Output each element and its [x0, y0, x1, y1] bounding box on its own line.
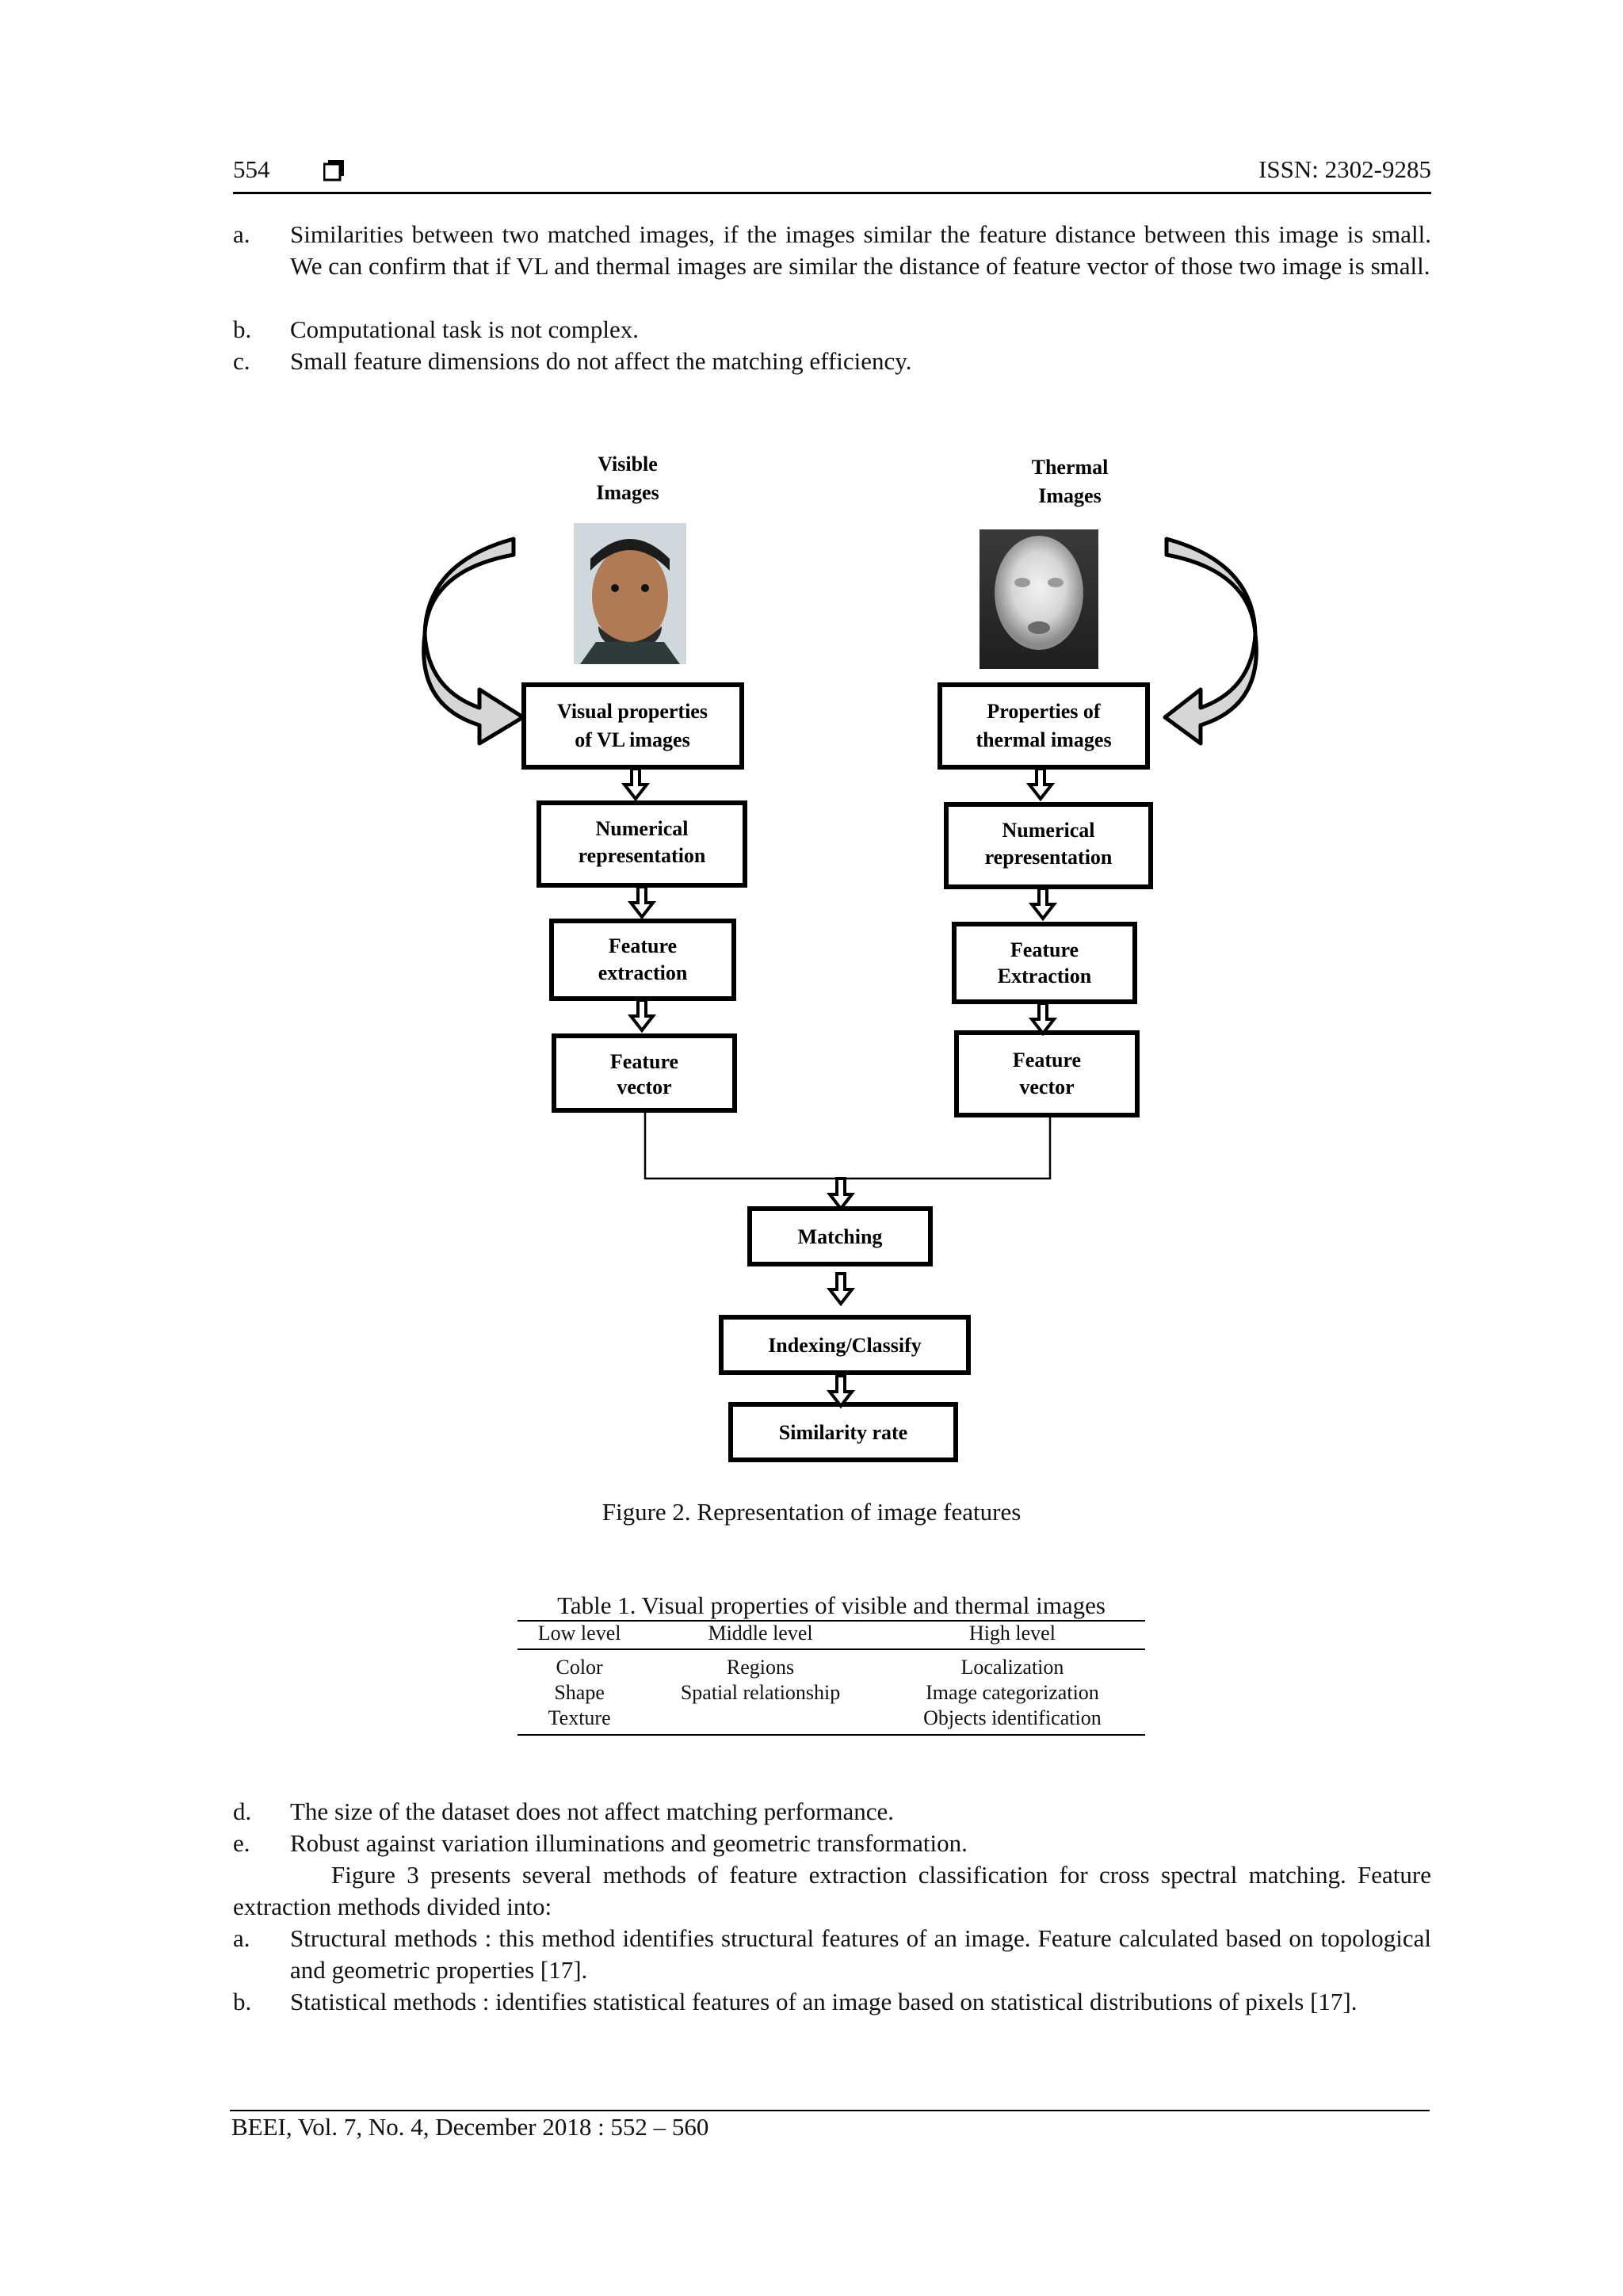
thermal-face-photo	[980, 529, 1098, 669]
table-row: Shape Spatial relationship Image categor…	[517, 1680, 1145, 1706]
svg-text:Feature: Feature	[610, 1050, 678, 1073]
table-cell: Regions	[641, 1649, 880, 1680]
svg-text:thermal images: thermal images	[976, 728, 1111, 751]
block-arrow-down-icon	[830, 1274, 852, 1304]
block-arrow-down-icon	[631, 1000, 653, 1030]
svg-text:Feature: Feature	[609, 934, 677, 957]
svg-text:Visual properties: Visual properties	[557, 700, 708, 723]
box-thermal-properties	[940, 685, 1148, 767]
body-paragraph: Figure 3 presents several methods of fea…	[233, 1859, 1431, 1923]
column-header: Low level	[517, 1622, 641, 1649]
block-arrow-down-icon	[1032, 1003, 1054, 1033]
footer-rule	[230, 2110, 1430, 2111]
svg-text:extraction: extraction	[598, 961, 688, 984]
list-item: e. Robust against variation illumination…	[233, 1828, 1431, 1859]
svg-text:vector: vector	[1019, 1075, 1074, 1098]
table-cell: Shape	[517, 1680, 641, 1706]
svg-text:representation: representation	[985, 846, 1113, 869]
svg-text:Matching: Matching	[798, 1225, 883, 1248]
merge-connector	[645, 1110, 1050, 1179]
block-arrow-down-icon	[631, 887, 653, 917]
table-cell: Texture	[517, 1706, 641, 1735]
box-feature-extraction-right	[954, 924, 1135, 1002]
svg-text:Indexing/Classify: Indexing/Classify	[768, 1334, 922, 1357]
svg-text:Properties of: Properties of	[987, 700, 1101, 723]
table-cell: Localization	[880, 1649, 1145, 1680]
curved-arrow-left-icon	[424, 539, 523, 743]
block-arrow-down-icon	[1032, 888, 1054, 919]
box-feature-vector-left	[554, 1036, 735, 1110]
svg-text:Similarity rate: Similarity rate	[779, 1421, 907, 1444]
table-row: Texture Objects identification	[517, 1706, 1145, 1735]
svg-text:representation: representation	[579, 844, 706, 867]
thermal-label: Images	[1038, 484, 1101, 507]
figure-caption: Figure 2. Representation of image featur…	[0, 1498, 1623, 1526]
table-cell	[641, 1706, 880, 1735]
thermal-label: Thermal	[1032, 456, 1109, 479]
svg-text:of VL images: of VL images	[575, 728, 689, 751]
figure-2-diagram: Visible Images Thermal Images Visual pro…	[0, 0, 1623, 1490]
svg-text:Numerical: Numerical	[596, 817, 689, 840]
block-arrow-down-icon	[624, 769, 647, 799]
visible-face-photo	[574, 523, 686, 664]
table-1: Low level Middle level High level Color …	[517, 1622, 1145, 1736]
table-cell: Color	[517, 1649, 641, 1680]
table-header-row: Low level Middle level High level	[517, 1622, 1145, 1649]
column-header: Middle level	[641, 1622, 880, 1649]
visible-label: Images	[596, 481, 659, 504]
block-arrow-down-icon	[830, 1376, 852, 1406]
table-cell: Objects identification	[880, 1706, 1145, 1735]
list-item: a. Structural methods : this method iden…	[233, 1923, 1431, 1986]
svg-text:Feature: Feature	[1010, 938, 1079, 961]
curved-arrow-right-icon	[1165, 539, 1256, 743]
box-feature-extraction-left	[552, 921, 734, 999]
list-item: d. The size of the dataset does not affe…	[233, 1796, 1431, 1828]
block-arrow-down-icon	[1029, 769, 1052, 799]
visible-label: Visible	[598, 453, 658, 476]
svg-text:Extraction: Extraction	[998, 965, 1092, 988]
list-item: b. Statistical methods : identifies stat…	[233, 1986, 1431, 2018]
svg-text:Numerical: Numerical	[1002, 819, 1095, 842]
table-cell: Spatial relationship	[641, 1680, 880, 1706]
column-header: High level	[880, 1622, 1145, 1649]
svg-text:vector: vector	[617, 1075, 671, 1098]
footer-citation: BEEI, Vol. 7, No. 4, December 2018 : 552…	[231, 2113, 708, 2141]
table-cell: Image categorization	[880, 1680, 1145, 1706]
box-feature-vector-right	[957, 1033, 1137, 1115]
table-title: Table 1. Visual properties of visible an…	[517, 1591, 1145, 1620]
svg-text:Feature: Feature	[1013, 1049, 1081, 1072]
box-visual-properties	[524, 685, 742, 767]
table-row: Color Regions Localization	[517, 1649, 1145, 1680]
block-arrow-down-icon	[830, 1179, 852, 1209]
